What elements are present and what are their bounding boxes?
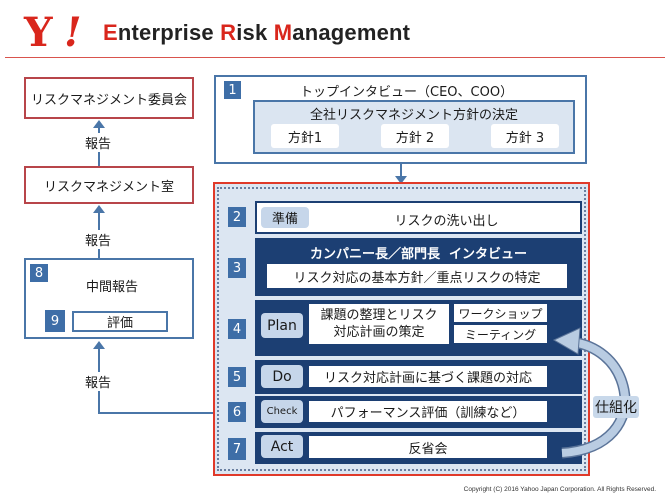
page-title: Enterprise Risk Management bbox=[103, 20, 410, 46]
interim-report-box: 8 中間報告 9 評価 bbox=[24, 258, 194, 339]
step-badge: 7 bbox=[228, 438, 246, 460]
arrow-up-icon bbox=[93, 205, 105, 213]
step-badge: 4 bbox=[228, 319, 246, 339]
step1-box: 1 トップインタビュー（CEO、COO） 全社リスクマネジメント方針の決定 方針… bbox=[214, 75, 587, 164]
step4-text-line: 課題の整理とリスク bbox=[320, 308, 438, 323]
step-badge: 6 bbox=[228, 402, 246, 422]
connector-line bbox=[400, 164, 402, 178]
connector-line bbox=[98, 412, 214, 414]
step-tag: Check bbox=[261, 400, 303, 423]
evaluation-label: 評価 bbox=[106, 316, 133, 331]
risk-office-box: リスクマネジメント室 bbox=[24, 166, 194, 204]
step4-text-line: 対応計画の策定 bbox=[333, 325, 425, 340]
step6-row: Check パフォーマンス評価（訓練など） bbox=[255, 396, 582, 428]
arrow-up-icon bbox=[93, 120, 105, 128]
report-label: 報告 bbox=[83, 372, 114, 391]
step6-text: パフォーマンス評価（訓練など） bbox=[309, 401, 547, 422]
title-part: nterprise bbox=[117, 20, 221, 45]
committee-label: リスクマネジメント委員会 bbox=[30, 92, 187, 108]
cycle-label: 仕組化 bbox=[593, 396, 639, 418]
step-badge: 1 bbox=[224, 81, 241, 99]
policy-chip: 方針 3 bbox=[491, 124, 559, 148]
cycle-arrow-icon bbox=[552, 327, 631, 459]
process-frame: 2 準備 リスクの洗い出し 3 カンパニー長／部門長 インタビュー リスク対応の… bbox=[213, 182, 590, 476]
title-part: M bbox=[273, 20, 293, 45]
risk-office-label: リスクマネジメント室 bbox=[43, 179, 174, 195]
step2-text: リスクの洗い出し bbox=[394, 214, 499, 229]
meeting-box: ミーティング bbox=[454, 325, 547, 343]
title-part: E bbox=[103, 20, 118, 45]
step5-row: Do リスク対応計画に基づく課題の対応 bbox=[255, 360, 582, 394]
logo-letter: Y bbox=[23, 10, 53, 52]
process-frame-inner bbox=[217, 187, 586, 471]
workshop-box: ワークショップ bbox=[454, 304, 547, 322]
report-label: 報告 bbox=[83, 230, 114, 249]
title-part: anagement bbox=[292, 20, 411, 45]
policy-chip: 方針1 bbox=[271, 124, 339, 148]
title-part: R bbox=[220, 20, 237, 45]
policy-decision-label: 全社リスクマネジメント方針の決定 bbox=[309, 108, 518, 123]
step2-row: 準備 リスクの洗い出し bbox=[255, 201, 582, 234]
step-badge: 5 bbox=[228, 367, 246, 387]
step4-text: 課題の整理とリスク 対応計画の策定 bbox=[309, 304, 449, 344]
step-badge: 9 bbox=[45, 310, 65, 332]
step-tag: Do bbox=[261, 365, 303, 388]
step-tag: Plan bbox=[261, 313, 303, 338]
header-divider bbox=[5, 57, 665, 58]
policy-panel: 全社リスクマネジメント方針の決定 方針1 方針 2 方針 3 bbox=[253, 100, 575, 154]
step-tag: Act bbox=[261, 435, 303, 458]
yahoo-logo: Y ! bbox=[22, 9, 92, 56]
step7-text: 反省会 bbox=[309, 436, 547, 458]
step-badge: 8 bbox=[30, 264, 48, 282]
policy-chip: 方針 2 bbox=[381, 124, 449, 148]
step3-row: カンパニー長／部門長 インタビュー リスク対応の基本方針／重点リスクの特定 bbox=[255, 238, 582, 296]
report-label: 報告 bbox=[83, 133, 114, 152]
logo-exclaim: ! bbox=[64, 10, 82, 52]
step1-title: トップインタビュー（CEO、COO） bbox=[300, 85, 514, 100]
step5-text: リスク対応計画に基づく課題の対応 bbox=[309, 366, 547, 387]
step-tag: 準備 bbox=[261, 207, 309, 228]
step7-row: Act 反省会 bbox=[255, 432, 582, 464]
committee-box: リスクマネジメント委員会 bbox=[24, 77, 194, 119]
step3-title: カンパニー長／部門長 インタビュー bbox=[309, 247, 528, 262]
evaluation-box: 評価 bbox=[72, 311, 168, 332]
step3-text: リスク対応の基本方針／重点リスクの特定 bbox=[267, 264, 567, 288]
arrow-up-icon bbox=[93, 341, 105, 349]
title-part: isk bbox=[236, 20, 274, 45]
step4-row: Plan 課題の整理とリスク 対応計画の策定 ワークショップ ミーティング bbox=[255, 300, 582, 356]
interim-report-label: 中間報告 bbox=[86, 280, 139, 295]
step-badge: 2 bbox=[228, 207, 246, 227]
arrow-down-icon bbox=[395, 176, 407, 184]
step-badge: 3 bbox=[228, 258, 246, 278]
copyright: Copyright (C) 2016 Yahoo Japan Corporati… bbox=[463, 486, 656, 493]
